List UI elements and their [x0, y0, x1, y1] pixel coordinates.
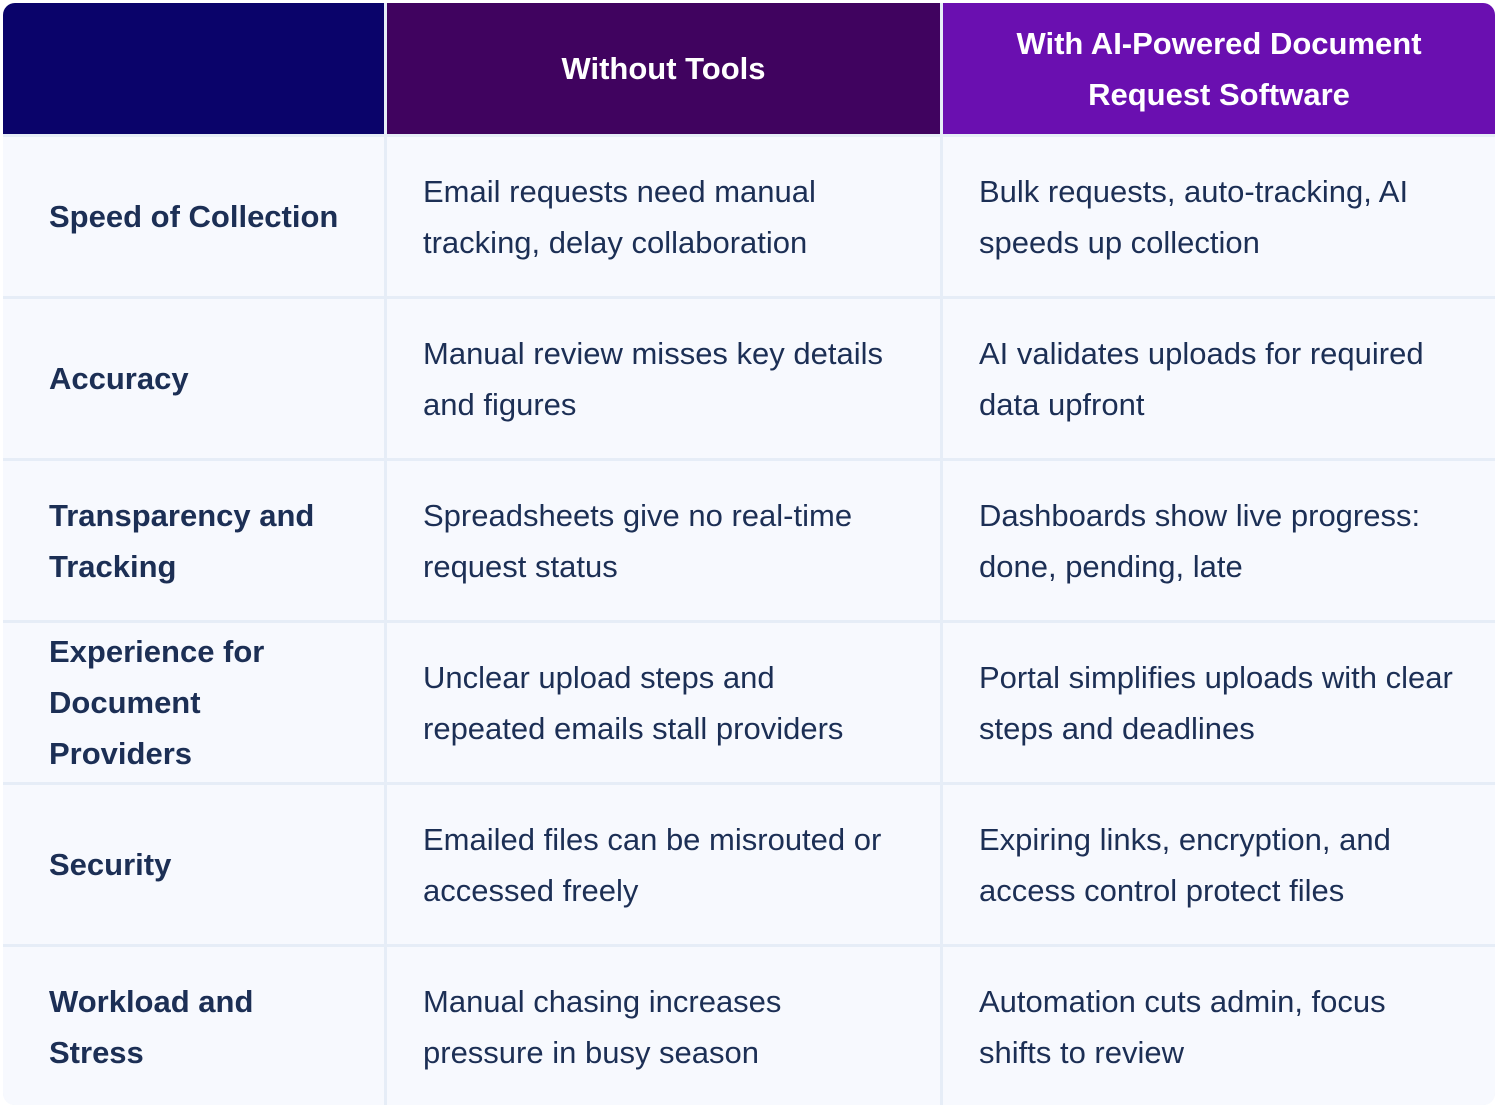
- header-with-ai-software: With AI-Powered Document Request Softwar…: [943, 3, 1495, 134]
- row-label: Experience for Document Providers: [3, 623, 384, 782]
- cell-without-tools: Email requests need manual tracking, del…: [387, 137, 940, 296]
- row-label: Transparency and Tracking: [3, 461, 384, 620]
- cell-with-ai-software: Portal simplifies uploads with clear ste…: [943, 623, 1495, 782]
- cell-with-ai-software: Dashboards show live progress: done, pen…: [943, 461, 1495, 620]
- header-without-tools: Without Tools: [387, 3, 940, 134]
- cell-with-ai-software: Automation cuts admin, focus shifts to r…: [943, 947, 1495, 1105]
- row-label: Workload and Stress: [3, 947, 384, 1105]
- cell-without-tools: Spreadsheets give no real-time request s…: [387, 461, 940, 620]
- header-label-column: [3, 3, 384, 134]
- cell-with-ai-software: Bulk requests, auto-tracking, AI speeds …: [943, 137, 1495, 296]
- row-label: Speed of Collection: [3, 137, 384, 296]
- cell-without-tools: Unclear upload steps and repeated emails…: [387, 623, 940, 782]
- cell-without-tools: Manual review misses key details and fig…: [387, 299, 940, 458]
- cell-without-tools: Emailed files can be misrouted or access…: [387, 785, 940, 944]
- cell-with-ai-software: Expiring links, encryption, and access c…: [943, 785, 1495, 944]
- row-label: Security: [3, 785, 384, 944]
- comparison-table: Without Tools With AI-Powered Document R…: [3, 3, 1495, 1105]
- row-label: Accuracy: [3, 299, 384, 458]
- cell-with-ai-software: AI validates uploads for required data u…: [943, 299, 1495, 458]
- cell-without-tools: Manual chasing increases pressure in bus…: [387, 947, 940, 1105]
